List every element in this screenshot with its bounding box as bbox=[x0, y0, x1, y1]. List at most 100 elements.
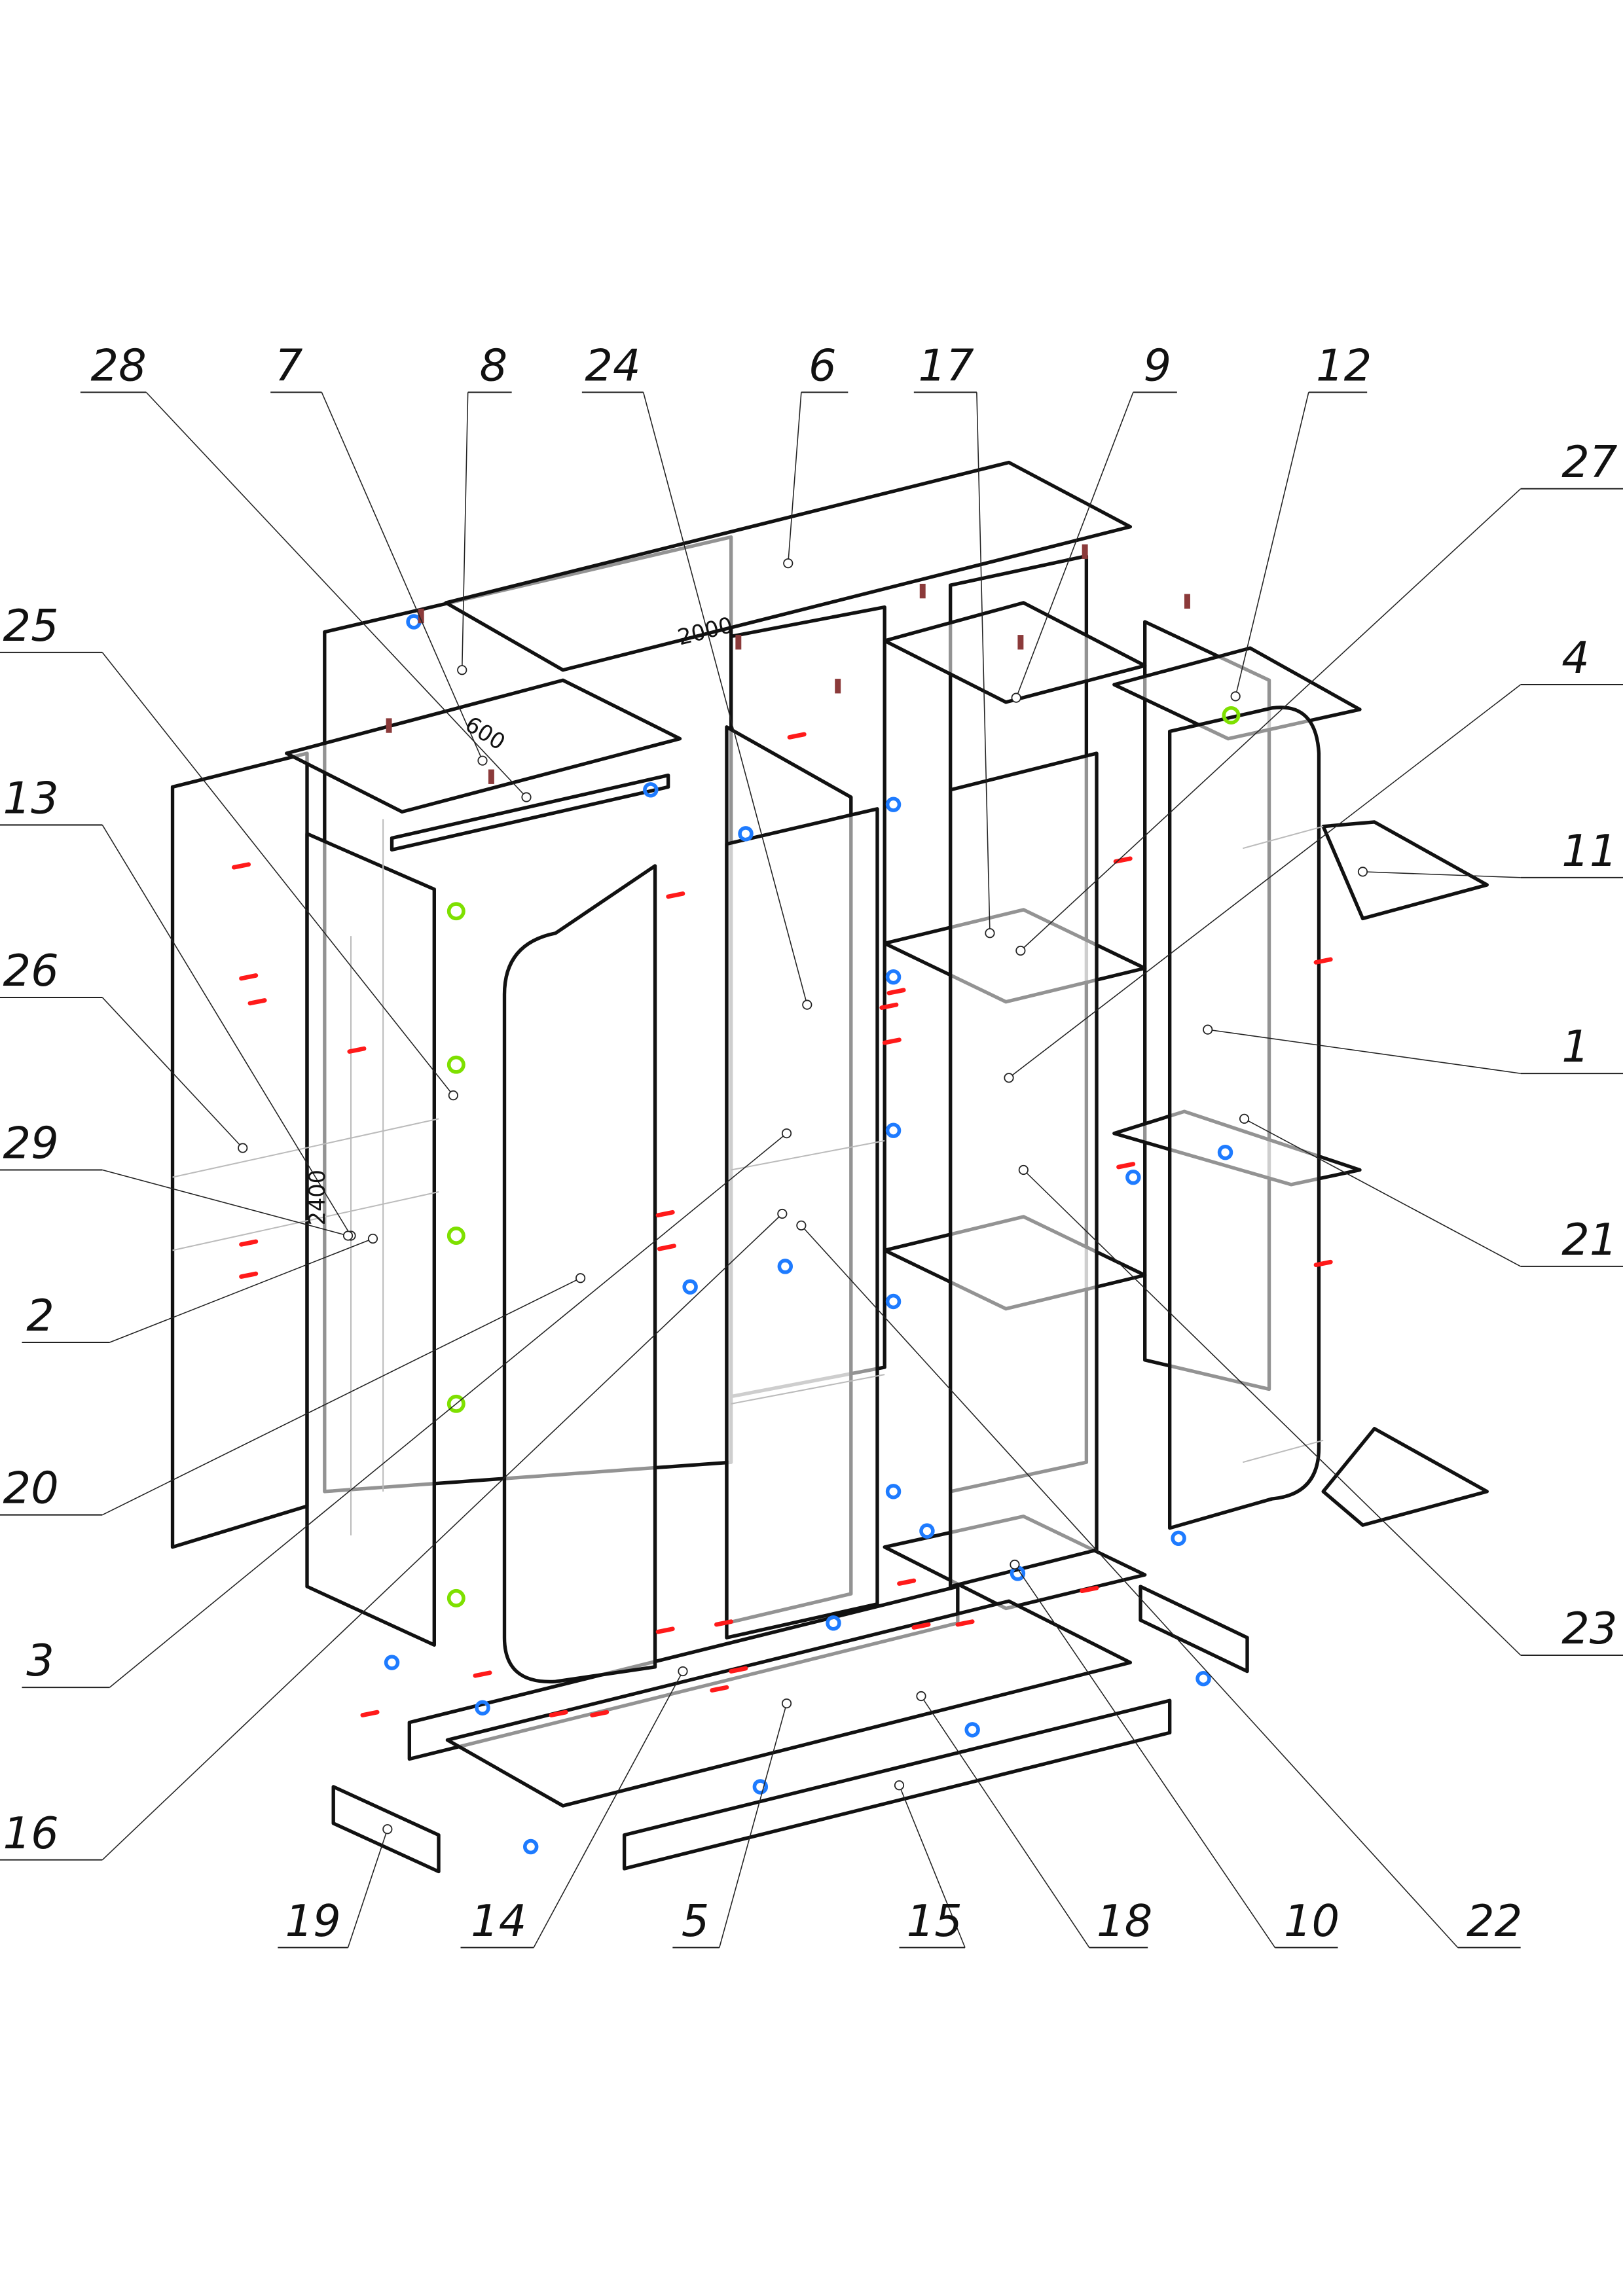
part-label-10: 10 bbox=[1284, 1895, 1340, 1946]
confirmat-screw-icon bbox=[231, 862, 251, 870]
confirmat-screw-icon bbox=[787, 732, 807, 740]
leader-line bbox=[1244, 1118, 1522, 1267]
part-label-5: 5 bbox=[682, 1895, 710, 1946]
part-label-3: 3 bbox=[26, 1635, 54, 1686]
upper-shelf bbox=[285, 678, 682, 814]
leader-line bbox=[145, 391, 527, 798]
confirmat-screw-icon bbox=[1313, 1259, 1333, 1268]
cam-lock-icon bbox=[447, 1394, 465, 1413]
leader-target-dot bbox=[521, 792, 532, 802]
confirmat-screw-icon bbox=[247, 998, 267, 1006]
leader-line bbox=[1023, 1169, 1522, 1656]
cam-lock-icon bbox=[447, 902, 465, 921]
confirmat-screw-icon bbox=[955, 1619, 975, 1627]
fitting-icon bbox=[682, 1279, 698, 1295]
hanging-rail bbox=[390, 773, 670, 852]
dowel-icon bbox=[386, 718, 392, 733]
leader-line bbox=[921, 1696, 1090, 1948]
part-label-21: 21 bbox=[1561, 1214, 1617, 1265]
part-label-24: 24 bbox=[585, 340, 640, 391]
fitting-icon bbox=[777, 1259, 793, 1274]
fitting-icon bbox=[919, 1523, 935, 1539]
part-label-1: 1 bbox=[1561, 1021, 1590, 1072]
leader-line bbox=[321, 392, 483, 761]
confirmat-screw-icon bbox=[657, 1244, 676, 1251]
part-label-28: 28 bbox=[90, 340, 146, 391]
dowel-icon bbox=[1184, 594, 1190, 609]
part-label-12: 12 bbox=[1316, 340, 1372, 391]
part-label-18: 18 bbox=[1097, 1895, 1152, 1946]
confirmat-screw-icon bbox=[655, 1626, 675, 1634]
dimension-height: 2400 bbox=[304, 1170, 330, 1225]
leader-line bbox=[976, 392, 991, 933]
confirmat-screw-icon bbox=[729, 1666, 748, 1674]
leader-line bbox=[347, 1829, 388, 1948]
plinth-right bbox=[1139, 1585, 1249, 1674]
panels bbox=[170, 460, 1489, 1874]
confirmat-screw-icon bbox=[710, 1685, 729, 1693]
part-label-16: 16 bbox=[3, 1808, 58, 1859]
corner-shelf-bottom bbox=[1321, 1427, 1489, 1527]
fitting-icon bbox=[885, 1122, 902, 1138]
part-label-15: 15 bbox=[907, 1895, 962, 1946]
part-label-23: 23 bbox=[1561, 1603, 1617, 1654]
cam-lock-icon bbox=[447, 1227, 465, 1245]
leader-target-dot bbox=[678, 1666, 688, 1677]
leader-line bbox=[642, 392, 808, 1005]
leader-line bbox=[109, 1238, 373, 1343]
leader-target-dot bbox=[1010, 1559, 1020, 1570]
confirmat-screw-icon bbox=[239, 973, 259, 981]
part-label-8: 8 bbox=[480, 340, 508, 391]
leader-target-dot bbox=[777, 1208, 788, 1219]
leader-target-dot bbox=[1004, 1073, 1014, 1083]
confirmat-screw-icon bbox=[1080, 1585, 1099, 1594]
leader-line bbox=[101, 997, 244, 1149]
fitting-icon bbox=[643, 782, 659, 798]
confirmat-screw-icon bbox=[714, 1619, 734, 1627]
right-top-shelf bbox=[883, 601, 1147, 704]
leader-line bbox=[533, 1671, 684, 1948]
fitting-icon bbox=[1125, 1169, 1141, 1185]
fitting-icon bbox=[885, 1293, 902, 1310]
cam-lock-icon bbox=[1222, 706, 1241, 725]
part-label-26: 26 bbox=[3, 945, 58, 996]
leader-target-dot bbox=[916, 1691, 926, 1702]
leader-target-dot bbox=[1018, 1164, 1029, 1175]
hidden-edge bbox=[172, 1118, 439, 1178]
hidden-edge bbox=[731, 1374, 885, 1405]
confirmat-screw-icon bbox=[886, 988, 906, 996]
leader-line bbox=[1362, 871, 1521, 878]
leader-target-dot bbox=[1357, 867, 1368, 877]
leader-line bbox=[787, 392, 802, 564]
leader-line bbox=[1207, 1029, 1521, 1074]
cam-lock-icon bbox=[447, 1055, 465, 1074]
leader-line bbox=[898, 1785, 966, 1948]
dowel-icon bbox=[488, 769, 494, 784]
part-label-22: 22 bbox=[1467, 1895, 1522, 1946]
dowel-icon bbox=[835, 679, 841, 694]
leader-target-dot bbox=[342, 1230, 354, 1241]
hidden-edge bbox=[1243, 1439, 1324, 1463]
leader-line bbox=[719, 1703, 788, 1948]
leader-target-dot bbox=[1203, 1024, 1213, 1035]
fitting-icon bbox=[1195, 1670, 1211, 1687]
confirmat-screw-icon bbox=[473, 1670, 492, 1678]
fitting-icon bbox=[885, 1484, 902, 1499]
leader-line bbox=[1014, 1564, 1276, 1948]
dowel-icon bbox=[418, 608, 424, 624]
leader-line bbox=[101, 825, 352, 1236]
fitting-icon bbox=[384, 1655, 400, 1670]
confirmat-screw-icon bbox=[239, 1239, 259, 1247]
hidden-edge bbox=[731, 1139, 885, 1171]
leader-target-dot bbox=[781, 1698, 792, 1709]
leader-line bbox=[101, 1213, 783, 1861]
confirmat-screw-icon bbox=[1116, 1162, 1136, 1170]
confirmat-screw-icon bbox=[911, 1622, 931, 1630]
part-label-17: 17 bbox=[919, 340, 974, 391]
leader-line bbox=[109, 1133, 788, 1688]
fitting-icon bbox=[475, 1700, 490, 1716]
fitting-icon bbox=[522, 1839, 539, 1855]
leader-line bbox=[102, 1169, 348, 1236]
